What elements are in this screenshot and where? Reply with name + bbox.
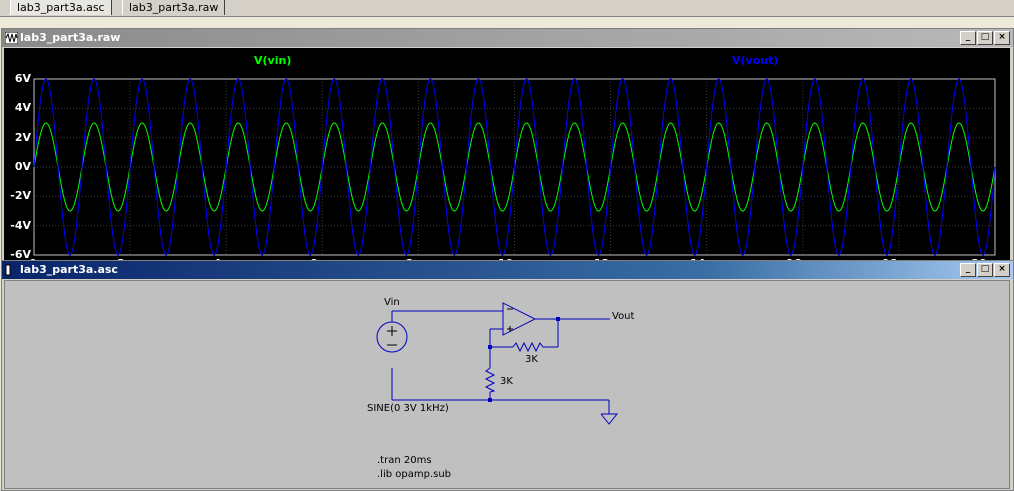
waveform-window: lab3_part3a.raw _□× V(vin) V(vout) 6V 4V 2…: [1, 28, 1014, 270]
resistor-ground-value[interactable]: 3K: [500, 376, 513, 387]
legend-vin: V(vin): [254, 54, 291, 67]
document-tab-bar: lab3_part3a.asc lab3_part3a.raw: [0, 0, 1014, 17]
waveform-window-controls: _□×: [959, 31, 1010, 45]
resistor-feedback: [512, 341, 545, 353]
y-tick-label: 4V: [14, 101, 31, 115]
schematic-canvas[interactable]: Vin Vout 3K 3K SINE(0 3V 1kHz) .tran 20m…: [4, 280, 1010, 489]
schematic-window: lab3_part3a.asc _□×: [1, 260, 1014, 491]
source-spec[interactable]: SINE(0 3V 1kHz): [367, 403, 449, 414]
schematic-window-titlebar[interactable]: lab3_part3a.asc _□×: [2, 261, 1013, 279]
junction-dot: [488, 398, 492, 402]
close-button[interactable]: ×: [994, 31, 1010, 45]
minimize-button[interactable]: _: [960, 31, 976, 45]
net-label-vin[interactable]: Vin: [384, 297, 400, 308]
schematic-window-controls: _□×: [959, 263, 1010, 277]
resistor-ground: [484, 367, 496, 393]
y-tick-label: -2V: [10, 189, 31, 203]
legend-vout: V(vout): [732, 54, 778, 67]
waveform-icon: [5, 32, 18, 44]
voltage-source-symbol: [376, 321, 408, 353]
tab-schematic[interactable]: lab3_part3a.asc: [10, 0, 112, 15]
waveform-plot[interactable]: V(vin) V(vout): [4, 48, 1010, 261]
directive-tran[interactable]: .tran 20ms: [377, 455, 432, 466]
resistor-feedback-value[interactable]: 3K: [525, 354, 538, 365]
waveform-window-titlebar[interactable]: lab3_part3a.raw _□×: [2, 29, 1013, 47]
junction-dot: [488, 345, 492, 349]
net-label-vout[interactable]: Vout: [612, 311, 635, 322]
y-tick-label: 0V: [14, 160, 31, 173]
schematic-window-title: lab3_part3a.asc: [20, 263, 118, 276]
ground-icon: [600, 413, 619, 425]
tab-waveform[interactable]: lab3_part3a.raw: [122, 0, 226, 15]
series-line-vout: [33, 78, 996, 256]
junction-dot: [556, 317, 560, 321]
plot-series-layer: [33, 78, 996, 256]
y-tick-label: -6V: [10, 248, 31, 261]
directive-lib[interactable]: .lib opamp.sub: [377, 469, 452, 480]
y-tick-label: -4V: [10, 218, 31, 232]
schematic-drawing[interactable]: [5, 281, 1009, 488]
waveform-window-title: lab3_part3a.raw: [20, 31, 121, 44]
y-tick-label: 2V: [14, 130, 31, 144]
schematic-icon: [5, 264, 11, 276]
maximize-button[interactable]: □: [977, 263, 993, 277]
close-button[interactable]: ×: [994, 263, 1010, 277]
maximize-button[interactable]: □: [977, 31, 993, 45]
y-tick-label: 6V: [14, 72, 31, 85]
opamp-symbol: [502, 302, 537, 336]
minimize-button[interactable]: _: [960, 263, 976, 277]
